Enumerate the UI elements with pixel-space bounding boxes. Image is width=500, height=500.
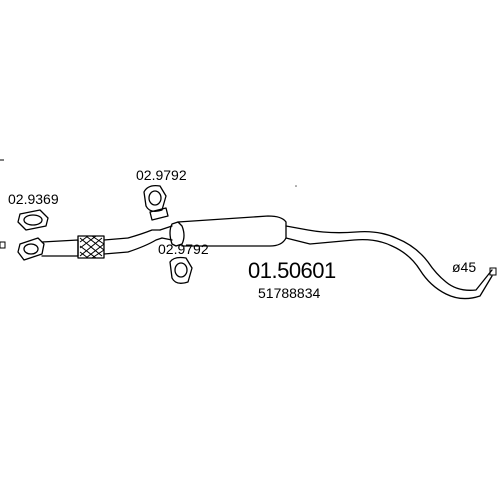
front-pipe [41,229,163,259]
gasket-part-number: 02.9369 [8,191,59,207]
tail-pipe [285,225,493,300]
clamp-top-part-number: 02.9792 [136,167,187,183]
left-edge-markers [0,159,6,249]
diameter-label: ø45 [452,259,476,275]
stray-dot [295,185,297,187]
main-part-number: 01.50601 [248,258,336,283]
clamp-bottom-part-number: 02.9792 [158,241,209,257]
front-flange [17,237,45,261]
hanger-icon [149,207,169,221]
gasket-icon [17,209,49,231]
oe-number: 51788834 [258,285,321,301]
clamp-icon [143,184,167,212]
clamp-icon [169,256,193,284]
muffler-body [159,215,287,247]
